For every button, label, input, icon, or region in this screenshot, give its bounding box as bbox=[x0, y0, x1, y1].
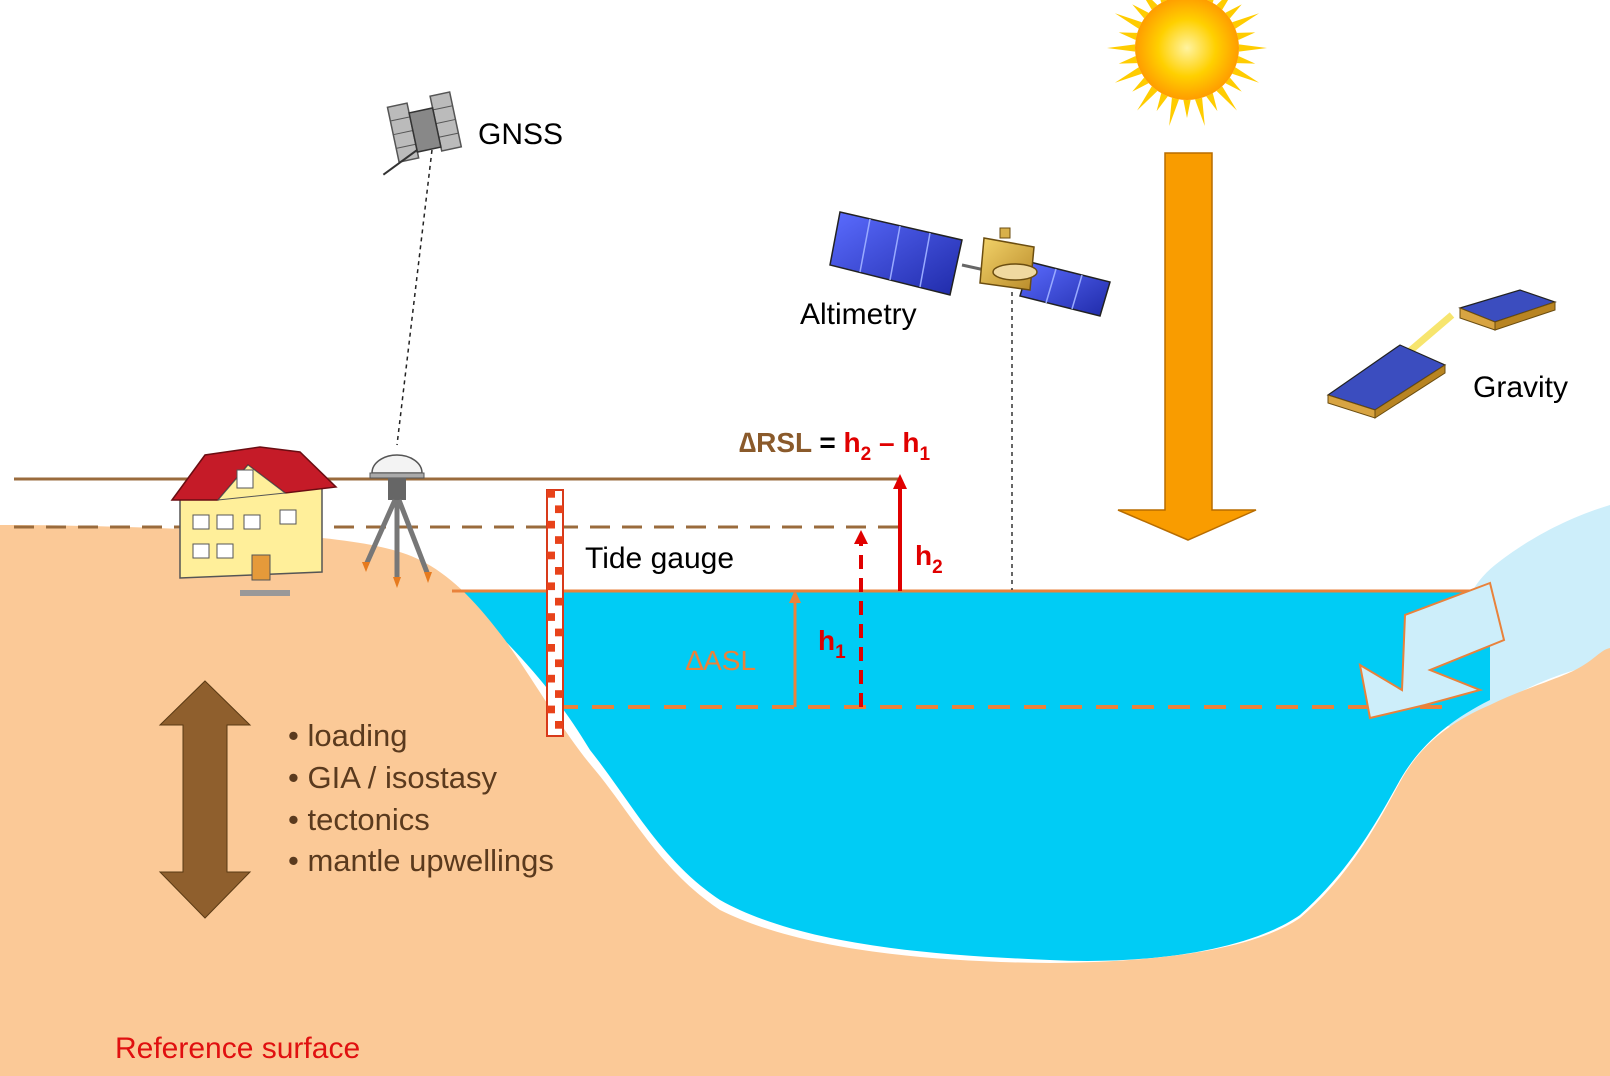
rsl-equation: ∆RSL = h2 – h1 bbox=[739, 427, 930, 465]
sun-ray bbox=[1183, 99, 1191, 118]
sun-ray bbox=[1107, 44, 1136, 52]
h2-label: h2 bbox=[915, 540, 943, 578]
gauge-mark bbox=[555, 505, 563, 514]
rsl-equation-minus: – bbox=[871, 427, 902, 458]
gauge-mark bbox=[547, 520, 555, 529]
sun-ray bbox=[1132, 77, 1149, 92]
gauge-mark bbox=[555, 721, 563, 729]
house-icon bbox=[170, 446, 338, 596]
rsl-equation-h2: h bbox=[844, 427, 861, 458]
gauge-mark bbox=[547, 551, 555, 560]
sun-icon bbox=[1107, 0, 1267, 126]
bullet-tectonics: • tectonics bbox=[288, 802, 430, 837]
gauge-mark bbox=[555, 690, 563, 698]
altimetry-label: Altimetry bbox=[800, 298, 917, 331]
sun-ray bbox=[1114, 67, 1142, 83]
sun-ray bbox=[1236, 32, 1256, 41]
sun-ray bbox=[1132, 4, 1149, 19]
bullet-mantle: • mantle upwellings bbox=[288, 843, 554, 878]
gauge-mark bbox=[555, 659, 563, 668]
rsl-equation-lhs: ∆RSL bbox=[739, 427, 812, 458]
sun-ray bbox=[1156, 93, 1168, 112]
sun-ray bbox=[1169, 97, 1180, 126]
sun-ray bbox=[1238, 44, 1267, 52]
vertical-motion-arrow bbox=[158, 680, 252, 919]
rsl-equation-h1-sub: 1 bbox=[919, 444, 930, 465]
gnss-signal-line bbox=[396, 149, 433, 446]
gauge-mark bbox=[547, 674, 555, 683]
sun-ray bbox=[1118, 55, 1138, 64]
gnss-station-icon bbox=[362, 454, 432, 588]
land bbox=[0, 525, 1610, 1076]
gauge-mark bbox=[547, 644, 555, 652]
sun-ray bbox=[1206, 93, 1218, 112]
bullet-gia: • GIA / isostasy bbox=[288, 760, 497, 795]
sun-ray bbox=[1232, 13, 1260, 29]
gauge-mark bbox=[547, 490, 555, 498]
sun-ray bbox=[1216, 86, 1237, 111]
gauge-mark bbox=[555, 567, 563, 575]
gauge-mark bbox=[547, 613, 555, 621]
gauge-mark bbox=[555, 597, 563, 606]
sun-ray bbox=[1236, 55, 1256, 64]
sun-ray bbox=[1232, 67, 1260, 83]
h2-arrow bbox=[893, 474, 907, 591]
rsl-equation-h1: h bbox=[902, 427, 919, 458]
h1-label: h1 bbox=[818, 625, 846, 663]
gauge-mark bbox=[555, 536, 563, 544]
sun-ray bbox=[1194, 97, 1205, 126]
gnss-satellite-icon bbox=[382, 91, 463, 176]
gauge-mark bbox=[547, 705, 555, 714]
reference-surface-label: Reference surface bbox=[115, 1032, 360, 1065]
ice-melt-arrow bbox=[1358, 581, 1506, 720]
altimetry-satellite-icon bbox=[829, 211, 1111, 317]
sun-ray bbox=[1118, 32, 1138, 41]
ocean bbox=[452, 591, 1490, 961]
sun-ray bbox=[1137, 86, 1158, 111]
sun-ray bbox=[1114, 13, 1142, 29]
rsl-equation-eq: = bbox=[812, 427, 844, 458]
gnss-label: GNSS bbox=[478, 118, 563, 151]
h1-arrow bbox=[854, 530, 868, 707]
sun-ray bbox=[1225, 77, 1242, 92]
asl-label: ∆ASL bbox=[686, 645, 756, 676]
sun-ray bbox=[1216, 0, 1229, 10]
gravity-satellites-icon bbox=[1326, 289, 1557, 419]
gravity-label: Gravity bbox=[1473, 371, 1568, 404]
tide-gauge-label: Tide gauge bbox=[585, 542, 734, 575]
solar-arrow bbox=[1117, 152, 1257, 541]
rsl-equation-h2-sub: 2 bbox=[861, 444, 872, 465]
sun-ray bbox=[1225, 4, 1242, 19]
bullet-loading: • loading bbox=[288, 718, 407, 753]
gauge-mark bbox=[547, 582, 555, 591]
sun-ray bbox=[1145, 0, 1158, 10]
tide-gauge-staff bbox=[546, 489, 564, 737]
gauge-mark bbox=[555, 628, 563, 637]
asl-arrow bbox=[789, 590, 801, 707]
